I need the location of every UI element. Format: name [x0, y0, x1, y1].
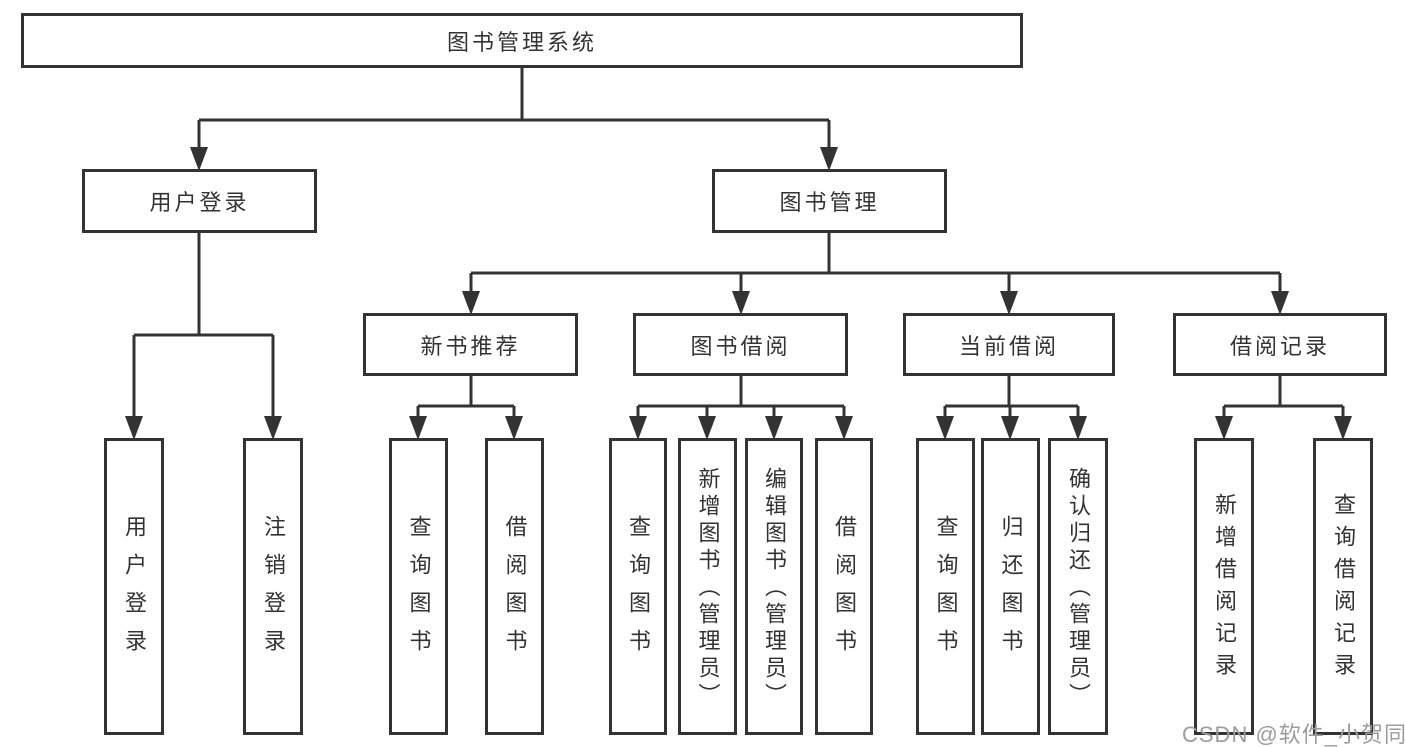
arrowhead	[835, 416, 853, 440]
arrowhead	[629, 416, 647, 440]
connector-borrow-records-split	[1215, 376, 1352, 440]
arrowhead	[462, 291, 480, 315]
leaf-confirm-return-admin-label: 确认归还（管理员）	[1066, 466, 1091, 710]
arrowhead	[505, 416, 523, 440]
leaf-query-books-current: 查询图书	[916, 438, 975, 735]
arrowhead	[125, 416, 143, 440]
leaf-add-borrow-record-label: 新增借阅记录	[1212, 493, 1237, 685]
arrowhead	[765, 416, 783, 440]
arrowhead	[190, 147, 208, 171]
connector-root-split	[190, 68, 838, 171]
leaf-logout-login-label: 注销登录	[261, 514, 286, 667]
leaf-logout-login: 注销登录	[243, 438, 303, 735]
arrowhead	[409, 416, 427, 440]
watermark: CSDN @软件_小贺同学	[1182, 722, 1405, 747]
node-library-system: 图书管理系统	[21, 13, 1023, 68]
node-new-book-recommend-label: 新书推荐	[420, 333, 521, 359]
node-user-login: 用户登录	[82, 169, 317, 233]
leaf-return-books: 归还图书	[981, 438, 1040, 735]
arrowhead	[1000, 291, 1018, 315]
leaf-user-login: 用户登录	[104, 438, 164, 735]
leaf-borrow-books-borrowing-label: 借阅图书	[832, 514, 857, 667]
arrowhead	[732, 291, 750, 315]
leaf-borrow-books-recommend-label: 借阅图书	[502, 514, 528, 667]
node-book-borrowing-label: 图书借阅	[690, 333, 791, 359]
connector-book-borrow-split	[629, 376, 853, 440]
node-new-book-recommend: 新书推荐	[363, 313, 578, 376]
leaf-confirm-return-admin: 确认归还（管理员）	[1048, 438, 1108, 735]
node-current-borrowing-label: 当前借阅	[958, 333, 1059, 359]
arrowhead	[936, 416, 954, 440]
leaf-edit-books-admin-label: 编辑图书（管理员）	[762, 466, 787, 710]
connector-book-management-split	[462, 233, 1289, 315]
node-borrowing-records-label: 借阅记录	[1229, 333, 1330, 359]
arrowhead	[1001, 416, 1019, 440]
leaf-user-login-label: 用户登录	[122, 514, 147, 667]
node-book-borrowing: 图书借阅	[633, 313, 848, 376]
node-borrowing-records: 借阅记录	[1173, 313, 1387, 376]
arrowhead	[698, 416, 716, 440]
leaf-return-books-label: 归还图书	[998, 514, 1024, 667]
arrowhead	[1334, 416, 1352, 440]
connector-new-books-split	[409, 376, 523, 440]
node-library-system-label: 图书管理系统	[446, 29, 597, 55]
leaf-edit-books-admin: 编辑图书（管理员）	[745, 438, 803, 735]
arrowhead	[820, 147, 838, 171]
node-current-borrowing: 当前借阅	[903, 313, 1115, 376]
leaf-add-borrow-record: 新增借阅记录	[1194, 438, 1254, 735]
leaf-add-books-admin: 新增图书（管理员）	[678, 438, 737, 735]
node-book-management-label: 图书管理	[779, 190, 880, 215]
arrowhead	[264, 416, 282, 440]
leaf-add-books-admin-label: 新增图书（管理员）	[695, 466, 721, 710]
connector-user-login-split	[125, 233, 282, 440]
leaf-borrow-books-recommend: 借阅图书	[485, 438, 544, 735]
leaf-query-books-recommend-label: 查询图书	[406, 514, 432, 667]
arrowhead	[1271, 291, 1289, 315]
leaf-query-borrow-record: 查询借阅记录	[1313, 438, 1373, 735]
leaf-borrow-books-borrowing: 借阅图书	[815, 438, 873, 735]
leaf-query-books-current-label: 查询图书	[933, 514, 959, 667]
arrowhead	[1069, 416, 1087, 440]
leaf-query-books-borrowing: 查询图书	[609, 438, 667, 735]
connector-current-borrow-split	[936, 376, 1087, 440]
node-book-management: 图书管理	[712, 169, 947, 233]
leaf-query-borrow-record-label: 查询借阅记录	[1331, 493, 1356, 685]
arrowhead	[1215, 416, 1233, 440]
leaf-query-books-borrowing-label: 查询图书	[626, 514, 651, 667]
node-user-login-label: 用户登录	[149, 190, 250, 215]
leaf-query-books-recommend: 查询图书	[389, 438, 448, 735]
